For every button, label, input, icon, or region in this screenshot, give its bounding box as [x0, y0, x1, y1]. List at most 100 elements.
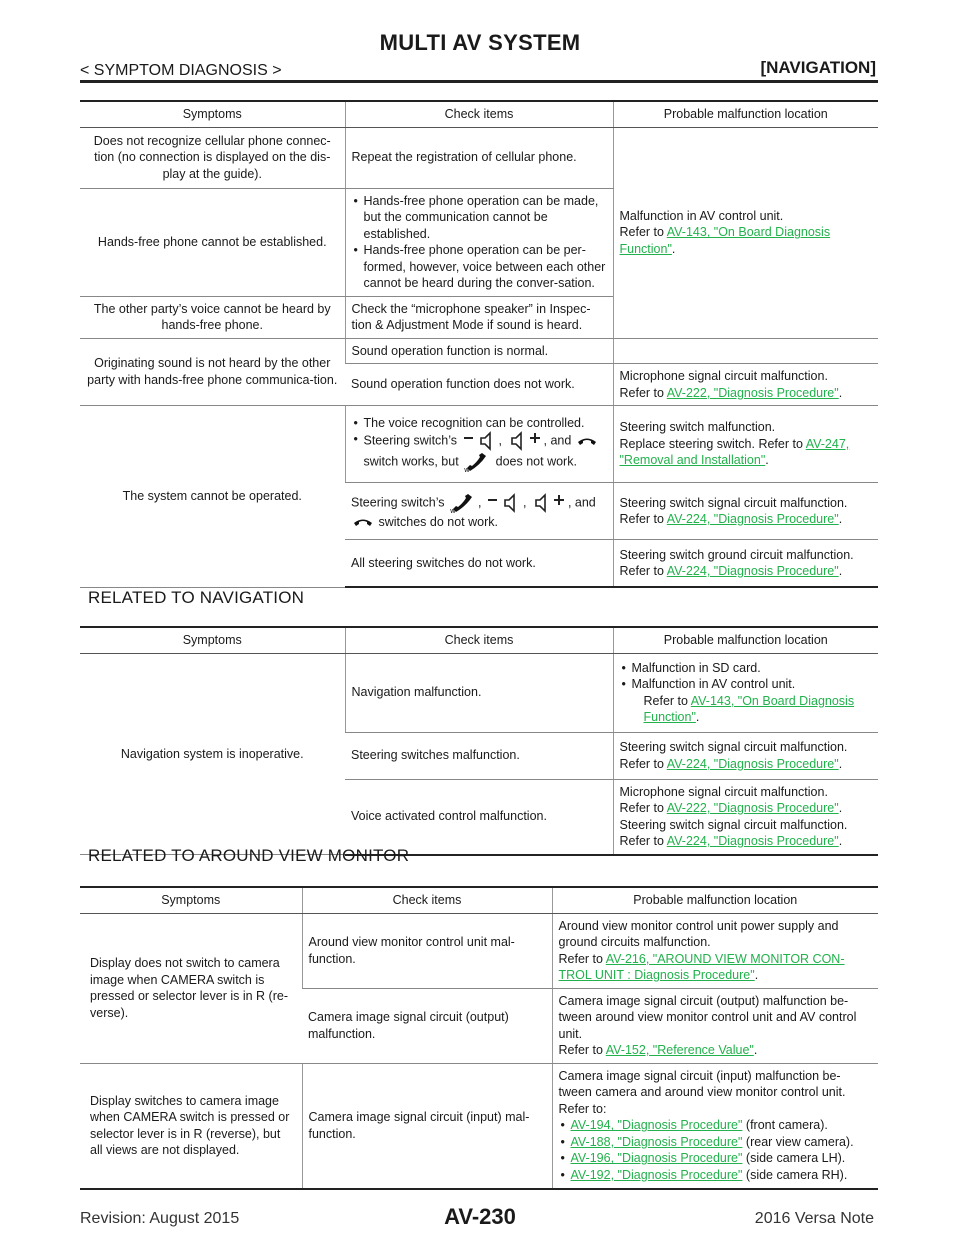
probable-cell: Microphone signal circuit malfunction. R…: [612, 363, 878, 406]
check-cell: Repeat the registration of cellular phon…: [344, 127, 613, 189]
table-row: Hands-free phone cannot be established. …: [80, 188, 878, 297]
link-av-143[interactable]: AV-143, "On Board Diagnosis Function": [619, 225, 831, 256]
volume-down-icon: [487, 493, 521, 513]
probable-cell: Steering switch signal circuit malfuncti…: [612, 732, 878, 780]
phone-hangup-icon: [353, 515, 373, 529]
symptom-cell: Originating sound is not heard by the ot…: [80, 338, 345, 406]
symptom-cell: Display switches to camera image when CA…: [80, 1063, 302, 1190]
phone-pickup-icon: [450, 492, 476, 514]
probable-cell: Steering switch malfunction. Replace ste…: [612, 405, 878, 483]
table-row: The system cannot be operated. The voice…: [80, 405, 878, 588]
link-av-143[interactable]: AV-143, "On Board Diagnosis Function": [643, 693, 855, 725]
list-item: AV-192, "Diagnosis Procedure" (side came…: [561, 1167, 873, 1184]
list-item: Steering switch’s , , and switch works, …: [354, 431, 607, 473]
section-category: [NAVIGATION]: [760, 58, 876, 77]
check-cell: Steering switches malfunction.: [345, 732, 613, 780]
link-av-188[interactable]: AV-188, "Diagnosis Procedure": [570, 1134, 743, 1149]
check-cell: All steering switches do not work.: [345, 539, 613, 588]
list-item: Hands-free phone operation can be per-fo…: [354, 242, 607, 292]
table-row: Sound operation function does not work. …: [80, 363, 878, 406]
check-cell: Sound operation function does not work.: [345, 363, 613, 406]
probable-cell: [612, 338, 878, 364]
around-view-diagnosis-table: Symptoms Check items Probable malfunctio…: [80, 886, 878, 1190]
link-av-222[interactable]: AV-222, "Diagnosis Procedure": [666, 801, 839, 815]
list-item: The voice recognition can be controlled.: [354, 415, 607, 432]
vehicle-model: 2016 Versa Note: [754, 1210, 874, 1227]
table-row: Does not recognize cellular phone connec…: [80, 127, 878, 339]
table-row: Display does not switch to camera image …: [80, 913, 878, 1064]
table-row: Display switches to camera image when CA…: [80, 1063, 878, 1190]
symptom-cell: Does not recognize cellular phone connec…: [80, 127, 345, 189]
volume-down-icon: [463, 431, 497, 451]
probable-cell: Malfunction in AV control unit. Refer to…: [612, 127, 878, 339]
list-item: Malfunction in AV control unit. Refer to…: [622, 676, 873, 726]
link-av-192[interactable]: AV-192, "Diagnosis Procedure": [570, 1167, 743, 1182]
column-header-symptoms: Symptoms: [80, 100, 345, 128]
column-header-probable: Probable malfunction location: [612, 626, 878, 654]
section-title-navigation: RELATED TO NAVIGATION: [88, 588, 305, 607]
list-item: Malfunction in SD card.: [622, 660, 873, 677]
probable-cell: Steering switch ground circuit malfuncti…: [612, 539, 878, 588]
probable-cell: Around view monitor control unit power s…: [551, 913, 878, 989]
link-av-224[interactable]: AV-224, "Diagnosis Procedure": [666, 512, 839, 526]
check-cell: Hands-free phone operation can be made, …: [344, 188, 613, 297]
probable-cell: Microphone signal circuit malfunction. R…: [612, 779, 878, 856]
check-cell: Steering switch’s , , , and switches do …: [345, 482, 613, 540]
list-item: AV-196, "Diagnosis Procedure" (side came…: [561, 1150, 873, 1167]
symptom-cell: Navigation system is inoperative.: [80, 653, 345, 855]
list-item: AV-188, "Diagnosis Procedure" (rear view…: [561, 1134, 873, 1151]
table-row: All steering switches do not work. Steer…: [80, 539, 878, 588]
link-av-247[interactable]: AV-247, "Removal and Installation": [619, 436, 850, 468]
table-row: Originating sound is not heard by the ot…: [80, 338, 878, 406]
header-divider: [80, 80, 878, 83]
symptom-cell: Hands-free phone cannot be established.: [80, 188, 345, 297]
symptom-cell: The system cannot be operated.: [80, 405, 345, 588]
table-row: Camera image signal circuit (output) mal…: [80, 988, 878, 1064]
table-row: Steering switches malfunction. Steering …: [80, 732, 878, 780]
column-header-check-items: Check items: [344, 100, 613, 128]
column-header-probable: Probable malfunction location: [551, 886, 878, 914]
probable-cell: Camera image signal circuit (input) malf…: [551, 1063, 878, 1190]
check-cell: Camera image signal circuit (output) mal…: [302, 988, 552, 1064]
link-av-152[interactable]: AV-152, "Reference Value": [605, 1043, 754, 1057]
list-item: Hands-free phone operation can be made, …: [354, 193, 607, 243]
check-cell: Sound operation function is normal.: [344, 338, 613, 364]
check-cell: Around view monitor control unit mal-fun…: [301, 913, 552, 989]
column-header-symptoms: Symptoms: [80, 886, 302, 914]
navigation-diagnosis-table: Symptoms Check items Probable malfunctio…: [80, 626, 878, 856]
check-cell: Camera image signal circuit (input) mal-…: [301, 1063, 552, 1190]
link-av-224[interactable]: AV-224, "Diagnosis Procedure": [666, 564, 839, 578]
volume-up-icon: [508, 431, 542, 451]
column-header-check-items: Check items: [301, 886, 552, 914]
check-cell: Navigation malfunction.: [344, 653, 613, 733]
probable-cell: Malfunction in SD card. Malfunction in A…: [612, 653, 878, 733]
page-number: AV-230: [444, 1204, 516, 1229]
column-header-probable: Probable malfunction location: [612, 100, 878, 128]
check-cell: The voice recognition can be controlled.…: [344, 405, 613, 483]
link-av-224[interactable]: AV-224, "Diagnosis Procedure": [666, 834, 839, 848]
volume-up-icon: [532, 493, 566, 513]
revision-date: Revision: August 2015: [80, 1210, 240, 1227]
link-av-216[interactable]: AV-216, "AROUND VIEW MONITOR CON-TROL UN…: [558, 951, 845, 983]
page-title: MULTI AV SYSTEM: [379, 30, 581, 55]
table-row: Navigation system is inoperative. Naviga…: [80, 653, 878, 855]
link-av-194[interactable]: AV-194, "Diagnosis Procedure": [570, 1118, 743, 1133]
phone-hangup-icon: [577, 434, 597, 448]
probable-cell: Camera image signal circuit (output) mal…: [551, 988, 878, 1064]
phone-diagnosis-table: Symptoms Check items Probable malfunctio…: [80, 100, 878, 588]
symptom-cell: The other party’s voice cannot be heard …: [80, 296, 345, 339]
check-cell: Check the “microphone speaker” in Inspec…: [344, 296, 613, 339]
breadcrumb: < SYMPTOM DIAGNOSIS >: [80, 62, 282, 79]
probable-cell: Steering switch signal circuit malfuncti…: [612, 482, 878, 540]
table-row: Steering switch’s , , , and switches do …: [80, 482, 878, 540]
symptom-cell: Display does not switch to camera image …: [80, 913, 302, 1064]
link-av-196[interactable]: AV-196, "Diagnosis Procedure": [570, 1151, 743, 1166]
table-row: The other party’s voice cannot be heard …: [80, 296, 878, 339]
phone-pickup-icon: [464, 451, 490, 473]
check-cell: Voice activated control malfunction.: [345, 779, 613, 856]
section-title-around-view-monitor: RELATED TO AROUND VIEW MONITOR: [88, 846, 410, 865]
column-header-symptoms: Symptoms: [80, 626, 345, 654]
list-item: AV-194, "Diagnosis Procedure" (front cam…: [561, 1117, 873, 1134]
link-av-224[interactable]: AV-224, "Diagnosis Procedure": [666, 756, 839, 771]
link-av-222[interactable]: AV-222, "Diagnosis Procedure": [666, 385, 839, 400]
